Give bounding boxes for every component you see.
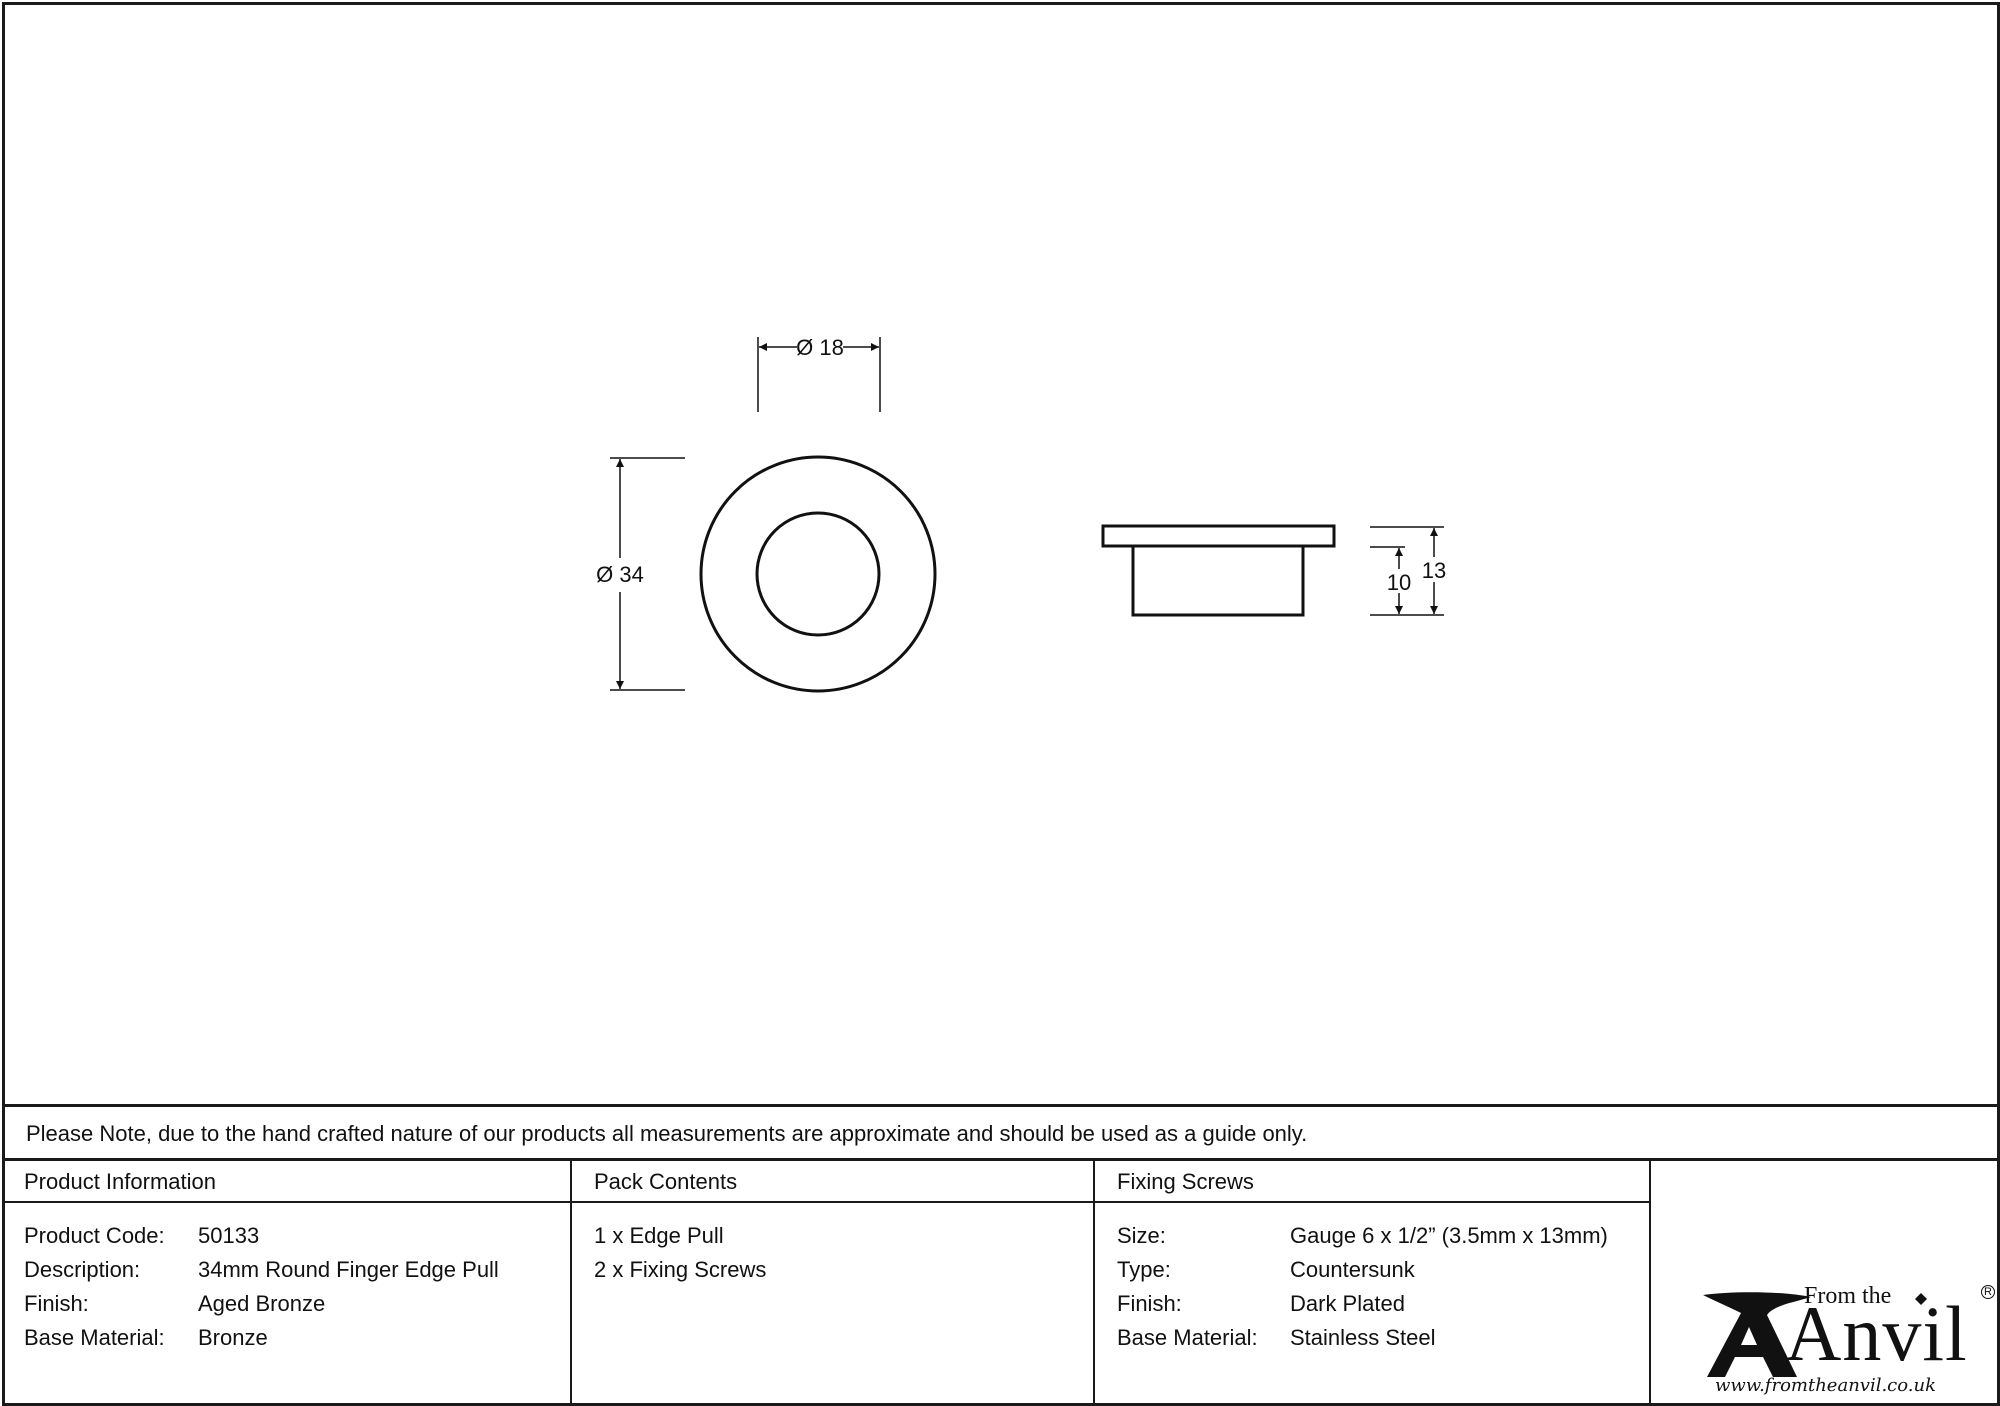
row-value: Dark Plated xyxy=(1290,1291,1405,1316)
body-height-label: 10 xyxy=(1387,570,1411,595)
row-value: 34mm Round Finger Edge Pull xyxy=(198,1257,499,1282)
inner-diameter-dimension: Ø 18 xyxy=(757,335,881,412)
pack-contents-heading: Pack Contents xyxy=(594,1169,738,1194)
pack-contents-section: Pack Contents 1 x Edge Pull 2 x Fixing S… xyxy=(570,1161,1093,1404)
disclaimer-note: Please Note, due to the hand crafted nat… xyxy=(2,1104,1997,1161)
total-height-label: 13 xyxy=(1422,558,1446,583)
body-height-dimension: 10 xyxy=(1387,548,1411,614)
pack-item-text: 2 x Fixing Screws xyxy=(594,1257,767,1282)
logo-anvil-text: Anvil xyxy=(1785,1290,1968,1377)
description-row: Description: 34mm Round Finger Edge Pull xyxy=(24,1253,560,1287)
row-value: Countersunk xyxy=(1290,1257,1415,1282)
finish-row: Finish: Aged Bronze xyxy=(24,1287,560,1321)
diamond-icon xyxy=(1915,1293,1927,1305)
anvil-icon xyxy=(1703,1292,1811,1377)
row-label: Base Material: xyxy=(1117,1325,1258,1350)
row-label: Description: xyxy=(24,1257,141,1282)
row-label: Base Material: xyxy=(24,1325,165,1350)
brand-logo-section: From the Anvil R www.fromtheanvil.co.uk xyxy=(1649,1161,1997,1404)
inner-circle xyxy=(755,511,881,637)
row-value: Gauge 6 x 1/2” (3.5mm x 13mm) xyxy=(1290,1223,1608,1248)
pack-item-text: 1 x Edge Pull xyxy=(594,1223,724,1248)
row-value: Bronze xyxy=(198,1325,268,1350)
technical-drawing: Ø 18 Ø 34 10 13 xyxy=(596,335,1446,693)
total-height-dimension: 13 xyxy=(1422,528,1446,614)
finish-row: Finish: Dark Plated xyxy=(1117,1287,1639,1321)
product-information-rows: Product Code: 50133 Description: 34mm Ro… xyxy=(24,1219,560,1355)
outer-diameter-dimension: Ø 34 xyxy=(596,457,685,691)
row-label: Type: xyxy=(1117,1257,1171,1282)
product-information-heading: Product Information xyxy=(24,1169,216,1194)
disclaimer-text: Please Note, due to the hand crafted nat… xyxy=(26,1121,1308,1146)
logo-from-the-text: From the xyxy=(1804,1283,1892,1309)
logo-url-text: www.fromtheanvil.co.uk xyxy=(1715,1375,1937,1396)
fixing-screws-header: Fixing Screws xyxy=(1095,1161,1649,1203)
row-label: Finish: xyxy=(1117,1291,1182,1316)
product-information-header: Product Information xyxy=(2,1161,570,1203)
base-material-row: Base Material: Bronze xyxy=(24,1321,560,1355)
title-block-table: Product Information Product Code: 50133 … xyxy=(2,1161,1997,1404)
row-label: Product Code: xyxy=(24,1223,165,1248)
front-view: Ø 18 Ø 34 xyxy=(596,335,937,693)
flange xyxy=(1101,524,1336,548)
outer-circle xyxy=(699,455,937,693)
product-code-row: Product Code: 50133 xyxy=(24,1219,560,1253)
fixing-screws-heading: Fixing Screws xyxy=(1117,1169,1254,1194)
row-value: Stainless Steel xyxy=(1290,1325,1436,1350)
row-label: Size: xyxy=(1117,1223,1166,1248)
row-value: 50133 xyxy=(198,1223,260,1248)
product-information-section: Product Information Product Code: 50133 … xyxy=(2,1161,570,1404)
from-the-anvil-logo: From the Anvil R www.fromtheanvil.co.uk xyxy=(1701,1211,1995,1396)
inner-diameter-label: Ø 18 xyxy=(796,335,844,360)
side-view: 10 13 xyxy=(1101,524,1446,617)
list-item: 1 x Edge Pull xyxy=(594,1219,1083,1253)
fixing-screws-section: Fixing Screws Size: Gauge 6 x 1/2” (3.5m… xyxy=(1093,1161,1649,1404)
registered-icon: R xyxy=(1981,1285,1995,1299)
pack-contents-header: Pack Contents xyxy=(572,1161,1093,1203)
outer-diameter-label: Ø 34 xyxy=(596,562,644,587)
row-value: Aged Bronze xyxy=(198,1291,326,1316)
body xyxy=(1131,544,1305,617)
row-label: Finish: xyxy=(24,1291,89,1316)
size-row: Size: Gauge 6 x 1/2” (3.5mm x 13mm) xyxy=(1117,1219,1639,1253)
base-material-row: Base Material: Stainless Steel xyxy=(1117,1321,1639,1355)
list-item: 2 x Fixing Screws xyxy=(594,1253,1083,1287)
pack-contents-list: 1 x Edge Pull 2 x Fixing Screws xyxy=(594,1219,1083,1287)
fixing-screws-rows: Size: Gauge 6 x 1/2” (3.5mm x 13mm) Type… xyxy=(1117,1219,1639,1355)
type-row: Type: Countersunk xyxy=(1117,1253,1639,1287)
